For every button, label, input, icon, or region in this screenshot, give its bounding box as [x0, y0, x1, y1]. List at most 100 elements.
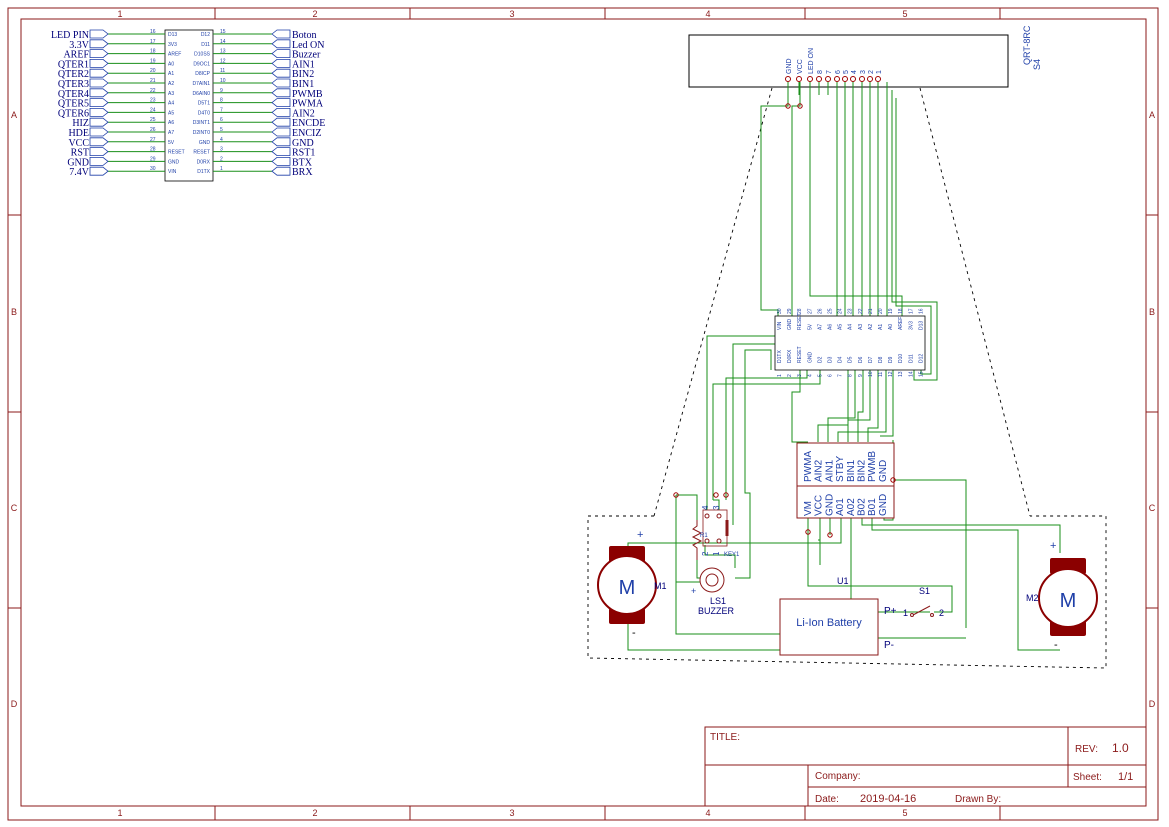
net-label-right: Led ON: [292, 40, 325, 51]
net-port-left: [89, 166, 109, 176]
nano-top-pin-number: 22: [858, 308, 864, 314]
net-label-right: GND: [292, 138, 314, 149]
qtr-pin-label: 6: [835, 70, 842, 74]
nano-bottom-pin-name: D9: [888, 356, 894, 363]
nano-top-pin-name: 3V3: [908, 321, 914, 330]
arduino-right-pin-name: D12: [201, 32, 210, 38]
net-label-right: BIN2: [292, 69, 314, 80]
buzzer-value: BUZZER: [698, 606, 735, 616]
qtr-pin-label: 5: [843, 70, 850, 74]
arduino-left-pin-name: GND: [168, 159, 180, 165]
key-pin-label: 4: [701, 505, 710, 510]
net-port-right: [271, 49, 291, 58]
motor-left-ref: M1: [654, 581, 667, 591]
col-label: 3: [509, 808, 514, 818]
nano-top-pin-name: GND: [787, 319, 793, 331]
qtr-pin-marker: [816, 76, 822, 82]
net-label-right: RST1: [292, 148, 315, 159]
driver-bottom-pin: GND: [824, 494, 835, 516]
arduino-right-pin-number: 10: [220, 78, 226, 84]
qtr-pin-label: 8: [817, 70, 824, 74]
arduino-left-pin-name: VIN: [168, 169, 177, 175]
motor-right-minus: -: [1054, 639, 1058, 651]
net-label-left: VCC: [68, 138, 89, 149]
nano-top-pin-name: A5: [838, 324, 844, 330]
net-port-right: [271, 29, 291, 39]
date-value: 2019-04-16: [860, 793, 916, 805]
arduino-right-pin-name: D0RX: [197, 159, 211, 165]
arduino-right-pin-name: D11: [201, 42, 210, 48]
buzzer-ref: LS1: [710, 596, 726, 606]
nano-bottom-pin-number: 15: [918, 371, 924, 377]
battery-pplus: P+: [884, 606, 897, 617]
arduino-left-pin-name: A6: [168, 120, 174, 126]
driver-bottom-pin: A01: [835, 498, 846, 516]
buzzer[interactable]: + LS1 BUZZER: [691, 567, 735, 616]
arduino-left-pin-name: 3V3: [168, 42, 177, 48]
driver-top-pin: STBY: [835, 456, 846, 482]
motor-right-ref: M2: [1026, 593, 1039, 603]
switch-ref: S1: [919, 586, 930, 596]
qtr-pin-label: 7: [826, 70, 833, 74]
motor-driver[interactable]: U1 PWMAVMAIN2VCCAIN1GNDSTBYA01BIN1A02BIN…: [796, 442, 895, 586]
battery[interactable]: Li-Ion Battery P+ P-: [779, 598, 897, 656]
nano-bottom-pin-number: 7: [838, 374, 844, 377]
key-pin-marker: [704, 513, 710, 519]
net-label-right: PWMB: [292, 89, 323, 100]
net-label-left: GND: [67, 157, 89, 168]
zoom-dash-lines: [587, 87, 1107, 669]
net-port-left: [89, 137, 109, 147]
net-port-right: [271, 39, 291, 49]
nano-bottom-pin-number: 6: [828, 374, 834, 377]
driver-top-pin: PWMA: [803, 451, 814, 482]
arduino-left-pin-number: 27: [150, 137, 156, 143]
arduino-right-pin-name: RESET: [193, 150, 210, 156]
resistor[interactable]: R1: [691, 520, 708, 560]
nano-bottom-pin-name: D4: [838, 356, 844, 363]
nano-top-pin-number: 18: [898, 308, 904, 314]
arduino-nano-board[interactable]: 30VIND1TX129GNDD0RX228RESETRESET3275VGND…: [774, 308, 926, 377]
net-port-left: [89, 117, 109, 127]
col-label: 5: [902, 9, 907, 19]
net-label-right: ENCIZ: [292, 128, 321, 139]
nano-top-pin-number: 29: [787, 308, 793, 314]
arduino-left-pin-number: 20: [150, 68, 156, 74]
arduino-left-pin-number: 17: [150, 39, 156, 45]
qtr-sensor-body: [688, 34, 1009, 88]
arduino-left-pin-name: A0: [168, 61, 174, 67]
nano-top-pin-name: A3: [858, 324, 864, 330]
nano-bottom-pin-number: 3: [797, 374, 803, 377]
motor-left-minus: -: [632, 627, 636, 639]
col-label: 4: [705, 9, 710, 19]
arduino-left-pin-number: 19: [150, 58, 156, 64]
arduino-left-pin-name: A5: [168, 110, 174, 116]
col-label: 2: [312, 808, 317, 818]
buzzer-inner: [705, 573, 719, 587]
switch[interactable]: S1 1 2: [903, 586, 944, 618]
motor-left[interactable]: M M1 + -: [597, 529, 667, 639]
net-label-left: LED PIN: [51, 30, 89, 41]
nano-bottom-pin-number: 4: [807, 374, 813, 377]
net-label-left: QTER1: [58, 59, 89, 70]
net-port-left: [89, 39, 109, 49]
nano-top-pin-number: 19: [888, 308, 894, 314]
arduino-right-pin-number: 11: [220, 68, 225, 74]
nano-bottom-pin-name: GND: [807, 352, 813, 364]
net-port-right: [271, 166, 291, 176]
qtr-pin-label: GND: [786, 58, 793, 74]
arduino-right-pin-name: D3INT1: [193, 120, 210, 126]
key-outline: [702, 509, 728, 547]
nano-top-pin-name: D13: [918, 321, 924, 330]
motor-left-symbol: M: [619, 577, 636, 599]
driver-top-pin: BIN2: [857, 459, 868, 482]
battery-box: [779, 598, 879, 656]
switch-pin2: 2: [939, 608, 944, 618]
nano-top-pin-name: A6: [828, 324, 834, 330]
sheet-label: Sheet:: [1073, 772, 1102, 783]
motor-right-body: [1038, 568, 1098, 628]
push-key[interactable]: 4 3 2 1 KEY1: [701, 505, 740, 558]
motor-left-body: [597, 555, 657, 615]
motor-right[interactable]: M M2 + -: [1026, 540, 1098, 651]
